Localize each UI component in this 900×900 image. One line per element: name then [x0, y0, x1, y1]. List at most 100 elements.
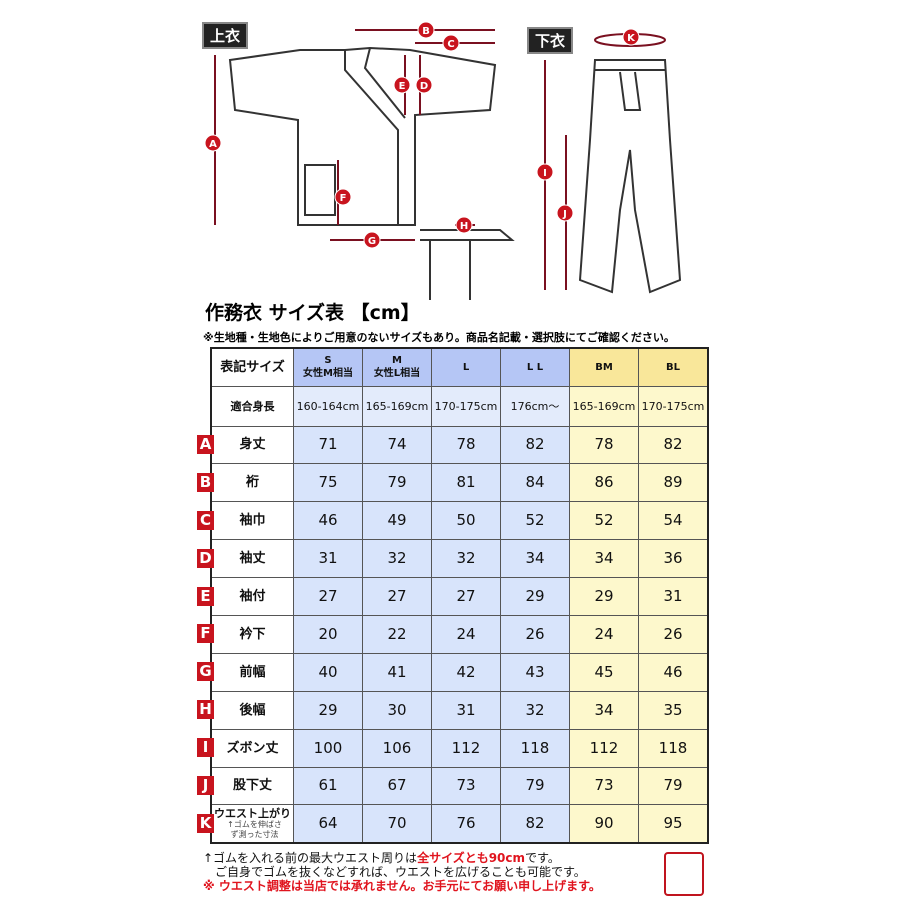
footer-line-3: ※ ウエスト調整は当店では承れません。お手元にてお願い申し上げます。 [203, 879, 601, 893]
height-row: 適合身長 160-164cm 165-169cm 170-175cm 176cm… [210, 385, 709, 427]
size-name: M [392, 355, 402, 367]
value-cell: 41 [362, 652, 432, 692]
height-label: 適合身長 [210, 385, 294, 427]
footer-highlight: 全サイズとも90cm [417, 851, 526, 865]
height-cell: 165-169cm [362, 385, 432, 427]
garment-illustration: A B C D E F G H I J K [204, 21, 682, 300]
value-cell: 82 [500, 804, 570, 844]
value-cell: 29 [500, 577, 570, 616]
row-marker-b: B [197, 472, 214, 492]
marker-c: C [447, 39, 454, 50]
value-cell: 20 [293, 614, 363, 654]
value-cell: 45 [569, 652, 639, 692]
height-cell: 160-164cm [293, 385, 363, 427]
value-cell: 31 [431, 690, 501, 730]
value-cell: 42 [431, 652, 501, 692]
row-label-text: ズボン丈 [226, 740, 279, 756]
value-cell: 79 [638, 766, 709, 806]
page-title: 作務衣 サイズ表 【cm】 [205, 302, 420, 324]
value-cell: 27 [293, 577, 363, 616]
marker-g: G [368, 236, 376, 247]
value-cell: 61 [293, 766, 363, 806]
header-label: 表記サイズ [210, 347, 294, 387]
marker-d: D [420, 81, 428, 92]
value-cell: 29 [293, 690, 363, 730]
value-cell: 70 [362, 804, 432, 844]
value-cell: 78 [569, 425, 639, 465]
row-sublabel: ↑ゴムを伸ばさず測った寸法 [227, 820, 282, 840]
jacket-label: 上衣 [202, 22, 249, 49]
value-cell: 27 [431, 577, 501, 616]
value-cell: 71 [293, 425, 363, 465]
value-cell: 74 [362, 425, 432, 465]
value-cell: 49 [362, 501, 432, 541]
value-cell: 27 [362, 577, 432, 616]
row-label-text: ウエスト上がり [214, 807, 291, 821]
row-label-text: 裄 [245, 475, 259, 491]
availability-note: ※生地種・生地色によりご用意のないサイズもあり。商品名記載・選択肢にてご確認くだ… [203, 331, 675, 344]
value-cell: 24 [431, 614, 501, 654]
row-label-text: 前幅 [239, 664, 266, 680]
value-cell: 106 [362, 728, 432, 768]
value-cell: 95 [638, 804, 709, 844]
value-cell: 73 [431, 766, 501, 806]
value-cell: 52 [500, 501, 570, 541]
row-label-text: 衿下 [239, 626, 266, 642]
value-cell: 34 [500, 539, 570, 579]
height-cell: 176cm〜 [500, 385, 570, 427]
value-cell: 54 [638, 501, 709, 541]
marker-k: K [627, 33, 636, 44]
value-cell: 82 [500, 425, 570, 465]
value-cell: 24 [569, 614, 639, 654]
row-marker-e: E [197, 586, 214, 606]
value-cell: 30 [362, 690, 432, 730]
height-cell: 170-175cm [431, 385, 501, 427]
value-cell: 100 [293, 728, 363, 768]
row-label-text: 後幅 [239, 702, 266, 718]
row-label-text: 股下丈 [232, 778, 272, 794]
row-label-text: 身丈 [239, 437, 266, 453]
value-cell: 34 [569, 690, 639, 730]
row-label-text: 袖巾 [239, 513, 266, 529]
value-cell: 36 [638, 539, 709, 579]
marker-circles [204, 21, 640, 249]
value-cell: 112 [431, 728, 501, 768]
marker-b: B [422, 26, 430, 37]
value-cell: 32 [362, 539, 432, 579]
footer-text: ↑ゴムを入れる前の最大ウエスト周りは [203, 851, 418, 865]
value-cell: 79 [362, 463, 432, 503]
value-cell: 81 [431, 463, 501, 503]
value-cell: 43 [500, 652, 570, 692]
value-cell: 89 [638, 463, 709, 503]
row-marker-k: K [197, 813, 214, 833]
marker-e: E [399, 81, 406, 92]
value-cell: 40 [293, 652, 363, 692]
value-cell: 76 [431, 804, 501, 844]
value-cell: 26 [500, 614, 570, 654]
value-cell: 67 [362, 766, 432, 806]
height-cell: 165-169cm [569, 385, 639, 427]
value-cell: 78 [431, 425, 501, 465]
value-cell: 118 [638, 728, 709, 768]
size-bm: BM [569, 347, 639, 387]
